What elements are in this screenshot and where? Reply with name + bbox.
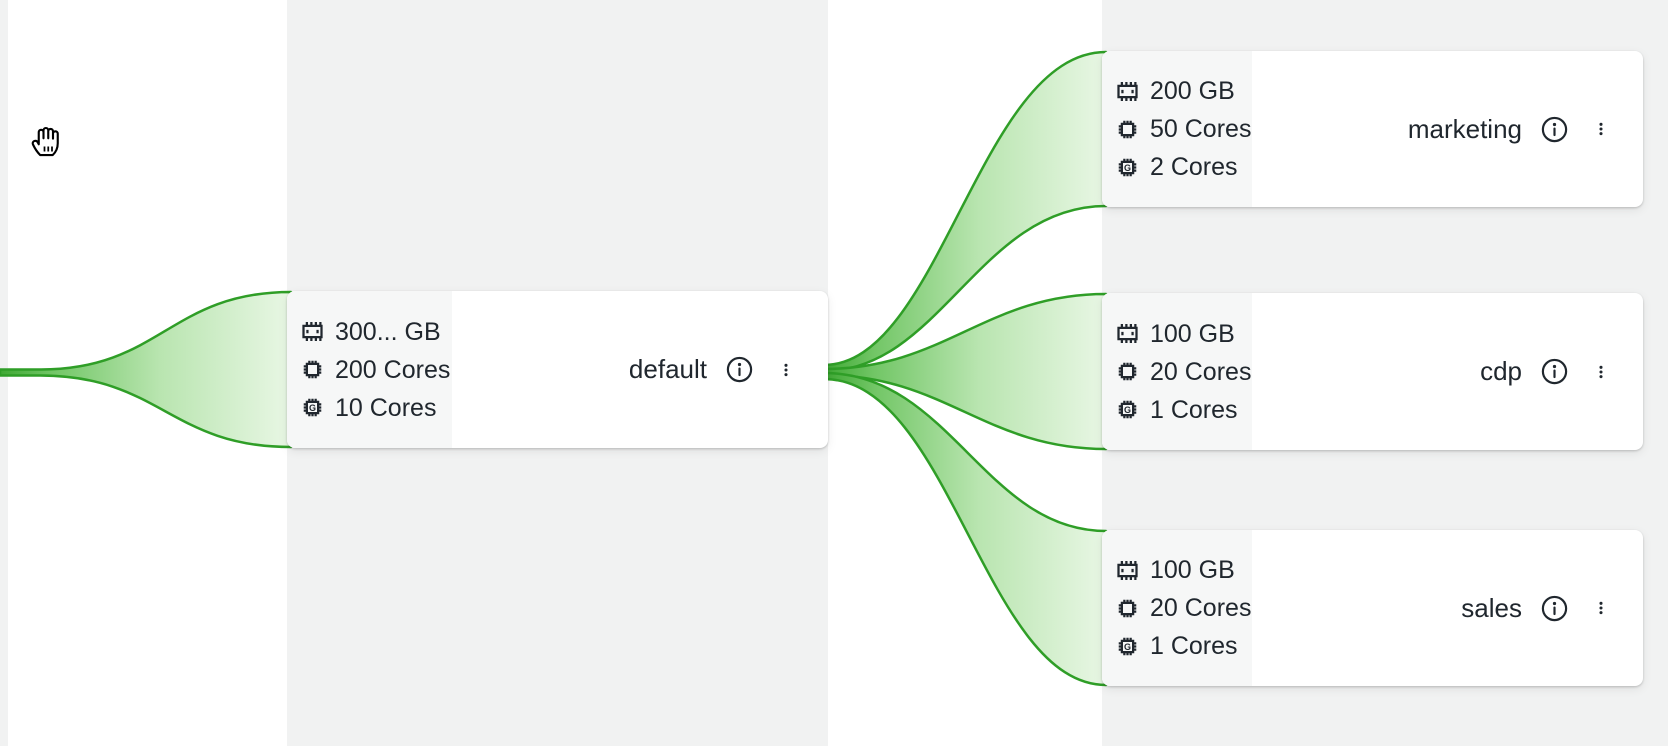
info-icon[interactable]: [724, 355, 754, 385]
cpu-value: 20 Cores: [1150, 357, 1252, 386]
pool-resource-stats: 100 GB 20 Cores 1 Cores: [1102, 530, 1252, 686]
cpu-icon: [1114, 116, 1141, 143]
gpu-icon: [1114, 396, 1141, 423]
memory-value: 100 GB: [1150, 319, 1235, 348]
cpu-stat: 50 Cores: [1114, 115, 1252, 143]
cpu-stat: 20 Cores: [1114, 358, 1252, 386]
pool-name: marketing: [1407, 113, 1522, 144]
info-icon[interactable]: [1539, 357, 1569, 387]
kebab-menu-icon[interactable]: [1593, 593, 1609, 623]
pool-card-marketing[interactable]: 200 GB 50 Cores 2 Cores marketing: [1102, 51, 1643, 207]
gpu-stat: 2 Cores: [1114, 153, 1252, 181]
gpu-value: 10 Cores: [335, 393, 437, 422]
pool-name: default: [628, 354, 707, 384]
pool-card-cdp[interactable]: 100 GB 20 Cores 1 Cores cdp: [1102, 293, 1643, 450]
memory-chip-icon: [299, 318, 326, 345]
cpu-stat: 200 Cores: [299, 356, 452, 384]
gpu-stat: 1 Cores: [1114, 396, 1252, 424]
flow-edge-default-to-cdp: [822, 292, 1108, 451]
pool-resource-stats: 300... GB 200 Cores 10 Cores: [287, 291, 452, 448]
cpu-icon: [1114, 595, 1141, 622]
gpu-icon: [1114, 633, 1141, 660]
gpu-value: 1 Cores: [1150, 395, 1238, 424]
gpu-value: 1 Cores: [1150, 632, 1238, 660]
memory-value: 200 GB: [1150, 77, 1235, 105]
cpu-value: 20 Cores: [1150, 594, 1252, 622]
kebab-menu-icon[interactable]: [778, 355, 794, 385]
memory-chip-icon: [1114, 78, 1141, 105]
pool-name: cdp: [1480, 356, 1522, 386]
memory-stat: 200 GB: [1114, 77, 1252, 105]
kebab-menu-icon[interactable]: [1593, 114, 1609, 144]
memory-stat: 100 GB: [1114, 556, 1252, 584]
cpu-value: 200 Cores: [335, 355, 451, 384]
memory-stat: 100 GB: [1114, 320, 1252, 348]
cpu-value: 50 Cores: [1150, 115, 1252, 143]
memory-stat: 300... GB: [299, 318, 452, 346]
gpu-value: 2 Cores: [1150, 153, 1238, 181]
flow-edge-default-to-sales: [822, 371, 1108, 687]
info-icon[interactable]: [1539, 593, 1569, 623]
gpu-icon: [1114, 154, 1141, 181]
pool-resource-stats: 200 GB 50 Cores 2 Cores: [1102, 51, 1252, 207]
kebab-menu-icon[interactable]: [1593, 357, 1609, 387]
pool-card-default[interactable]: 300... GB 200 Cores 10 Cores default: [287, 291, 828, 448]
gpu-icon: [299, 394, 326, 421]
pool-card-sales[interactable]: 100 GB 20 Cores 1 Cores sales: [1102, 530, 1643, 686]
flow-edge-root-to-default: [0, 290, 293, 449]
cpu-icon: [299, 356, 326, 383]
cpu-stat: 20 Cores: [1114, 594, 1252, 622]
memory-chip-icon: [1114, 320, 1141, 347]
memory-chip-icon: [1114, 557, 1141, 584]
gpu-stat: 1 Cores: [1114, 632, 1252, 660]
pool-name: sales: [1461, 592, 1522, 623]
memory-value: 300... GB: [335, 317, 441, 346]
pool-resource-stats: 100 GB 20 Cores 1 Cores: [1102, 293, 1252, 450]
cpu-icon: [1114, 358, 1141, 385]
memory-value: 100 GB: [1150, 556, 1235, 584]
info-icon[interactable]: [1539, 114, 1569, 144]
gpu-stat: 10 Cores: [299, 394, 452, 422]
